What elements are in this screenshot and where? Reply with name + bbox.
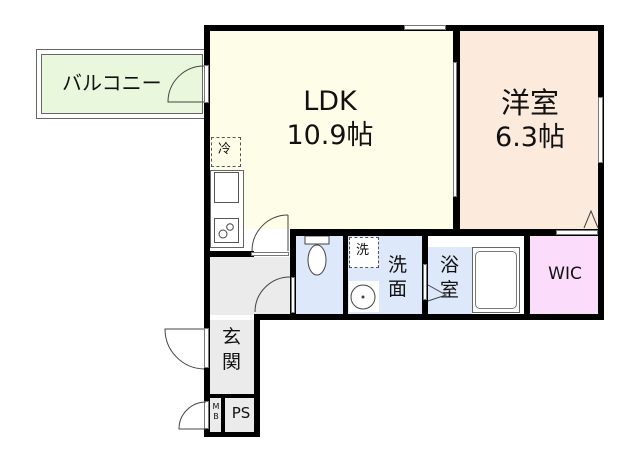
stove-burners-icon	[218, 223, 234, 239]
room-western	[460, 30, 598, 229]
wall-toilet-left	[290, 229, 296, 320]
washer-label: 洗	[356, 243, 370, 258]
entrance-label-2: 関	[222, 351, 242, 373]
room-ps	[225, 398, 255, 434]
wash-door	[423, 264, 427, 300]
wash-basin-icon	[349, 281, 379, 312]
room-ldk	[210, 30, 454, 229]
ps-label: PS	[231, 404, 251, 422]
wall-mb-ps	[221, 398, 225, 434]
window-western-right	[598, 97, 603, 163]
western-room-size: 6.3帖	[495, 122, 565, 153]
fridge-space	[211, 137, 241, 167]
window-balcony-door	[204, 65, 209, 103]
entrance-door-swing-icon	[164, 328, 205, 370]
toilet-icon	[304, 235, 330, 276]
bathroom-floor	[428, 247, 472, 314]
stove	[214, 218, 239, 243]
room-mb	[210, 398, 222, 434]
window-top-ldk	[404, 25, 446, 30]
wall-right	[598, 25, 604, 320]
wall-bottom	[204, 432, 260, 437]
room-entrance	[210, 320, 254, 396]
wall-toilet-wash	[343, 229, 348, 320]
wall-bath-wic	[524, 229, 530, 320]
balcony-floor	[41, 54, 203, 114]
bath-door-swing-icon	[427, 284, 448, 302]
bathtub-inner	[475, 251, 517, 309]
wall-entrance-right	[254, 314, 260, 436]
western-room-name: 洋室	[500, 86, 559, 120]
wall-left-upper	[204, 25, 210, 435]
toilet-door	[291, 277, 295, 313]
bathroom-label-1: 浴	[440, 254, 460, 276]
kitchen-door-swing-icon	[251, 214, 289, 252]
hall-door-swing-icon	[254, 276, 291, 313]
washroom-label-2: 面	[388, 278, 408, 300]
wic-label: WIC	[548, 264, 582, 284]
wic-door	[556, 230, 598, 235]
entrance-label-1: 玄	[222, 326, 242, 348]
wall-mid-horizontal	[290, 229, 604, 236]
room-wic	[530, 236, 598, 314]
wic-door-swing-icon	[583, 209, 599, 229]
ldk-size: 10.9帖	[286, 120, 374, 151]
washroom-label-1: 洗	[388, 254, 408, 276]
sliding-door-ldk-western	[453, 62, 457, 197]
washer-space	[349, 237, 379, 268]
balcony-door-swing-icon	[167, 65, 205, 103]
mb-label-2: B	[213, 412, 219, 421]
wall-bottom-rooms	[254, 314, 604, 320]
mb-label-1: M	[212, 402, 220, 411]
bathtub	[472, 247, 520, 313]
sink	[214, 172, 239, 203]
ldk-name: LDK	[303, 86, 357, 117]
wall-kitchen-bottom	[204, 251, 254, 257]
hall	[210, 257, 290, 315]
kitchen-hall-gap	[251, 252, 289, 256]
fridge-label: 冷	[218, 142, 232, 157]
balcony	[36, 49, 208, 119]
wall-entrance-bottom	[204, 394, 260, 398]
balcony-label: バルコニー	[62, 71, 162, 95]
mb-door-swing-icon	[178, 401, 207, 430]
mb-door-frame	[204, 401, 209, 429]
entrance-door-frame	[204, 328, 209, 368]
